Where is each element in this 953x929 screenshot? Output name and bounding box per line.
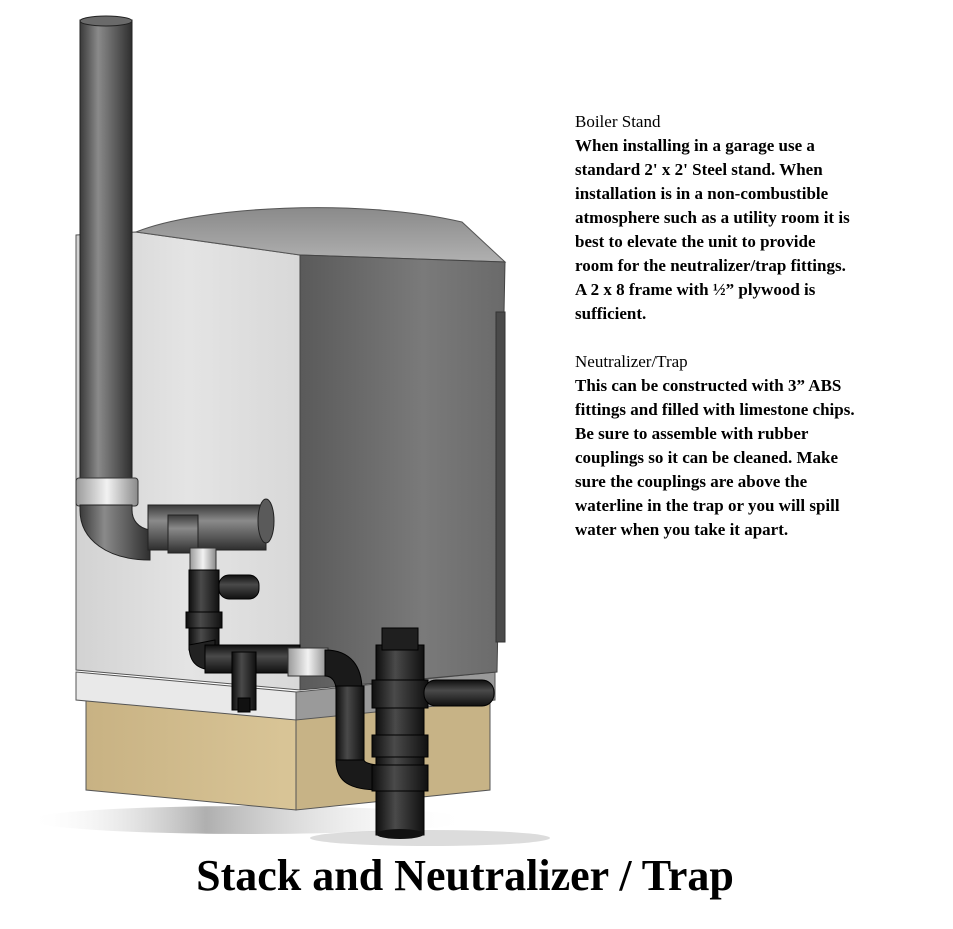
installation-notes: Boiler Stand When installing in a garage… [575, 110, 945, 542]
paragraph-gap [575, 326, 945, 350]
floor-shadow [30, 806, 470, 834]
neutralizer-trap-line: sure the couplings are above the [575, 472, 808, 491]
boiler-stand-heading: Boiler Stand [575, 112, 661, 131]
boiler-stand-line: A 2 x 8 frame with ½” plywood is [575, 280, 816, 299]
boiler-stand-line: installation is in a non-combustible [575, 184, 829, 203]
neutralizer-trap-line: Be sure to assemble with rubber [575, 424, 809, 443]
figure-caption: Stack and Neutralizer / Trap [196, 851, 734, 900]
neutralizer-trap-heading: Neutralizer/Trap [575, 352, 688, 371]
boiler-stand-line: best to elevate the unit to provide [575, 232, 816, 251]
neutralizer-trap-line: couplings so it can be cleaned. Make [575, 448, 839, 467]
drain-piping [185, 547, 381, 791]
neutralizer-trap [371, 627, 495, 839]
boiler-stand-line: When installing in a garage use a [575, 136, 815, 155]
boiler-stand-line: room for the neutralizer/trap fittings. [575, 256, 846, 275]
floor-shadow-trap [310, 830, 550, 846]
neutralizer-trap-line: waterline in the trap or you will spill [575, 496, 840, 515]
boiler-stand-line: standard 2' x 2' Steel stand. When [575, 160, 823, 179]
neutralizer-trap-line: fittings and filled with limestone chips… [575, 400, 855, 419]
neutralizer-trap-line: This can be constructed with 3” ABS [575, 376, 842, 395]
exhaust-stack [75, 15, 275, 561]
boiler-stand-line: atmosphere such as a utility room it is [575, 208, 850, 227]
boiler-cabinet [75, 207, 507, 721]
neutralizer-trap-line: water when you take it apart. [575, 520, 789, 539]
boiler-stand-line: sufficient. [575, 304, 647, 323]
